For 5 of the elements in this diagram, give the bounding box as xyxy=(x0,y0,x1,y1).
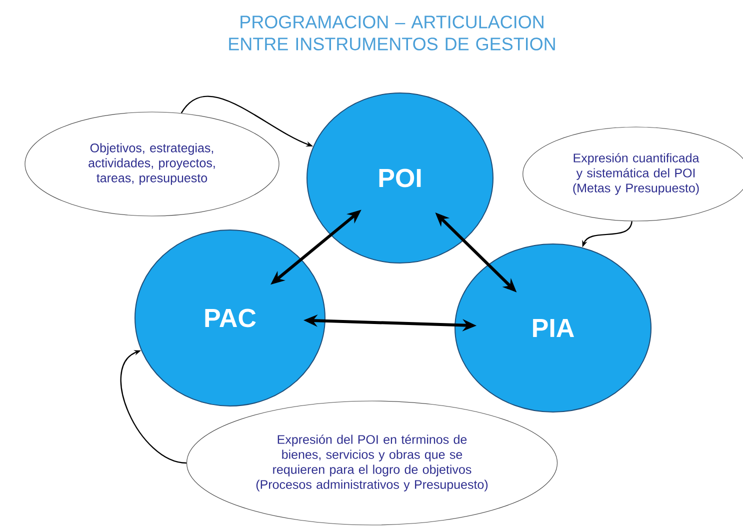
arrow xyxy=(120,350,187,464)
circle-node: PAC xyxy=(134,230,326,406)
circle-node: PIA xyxy=(454,244,652,412)
title: PROGRAMACION – ARTICULACION ENTRE INSTRUMENTOS DE GESTION xyxy=(229,16,555,50)
circle-node: POI xyxy=(306,92,494,264)
